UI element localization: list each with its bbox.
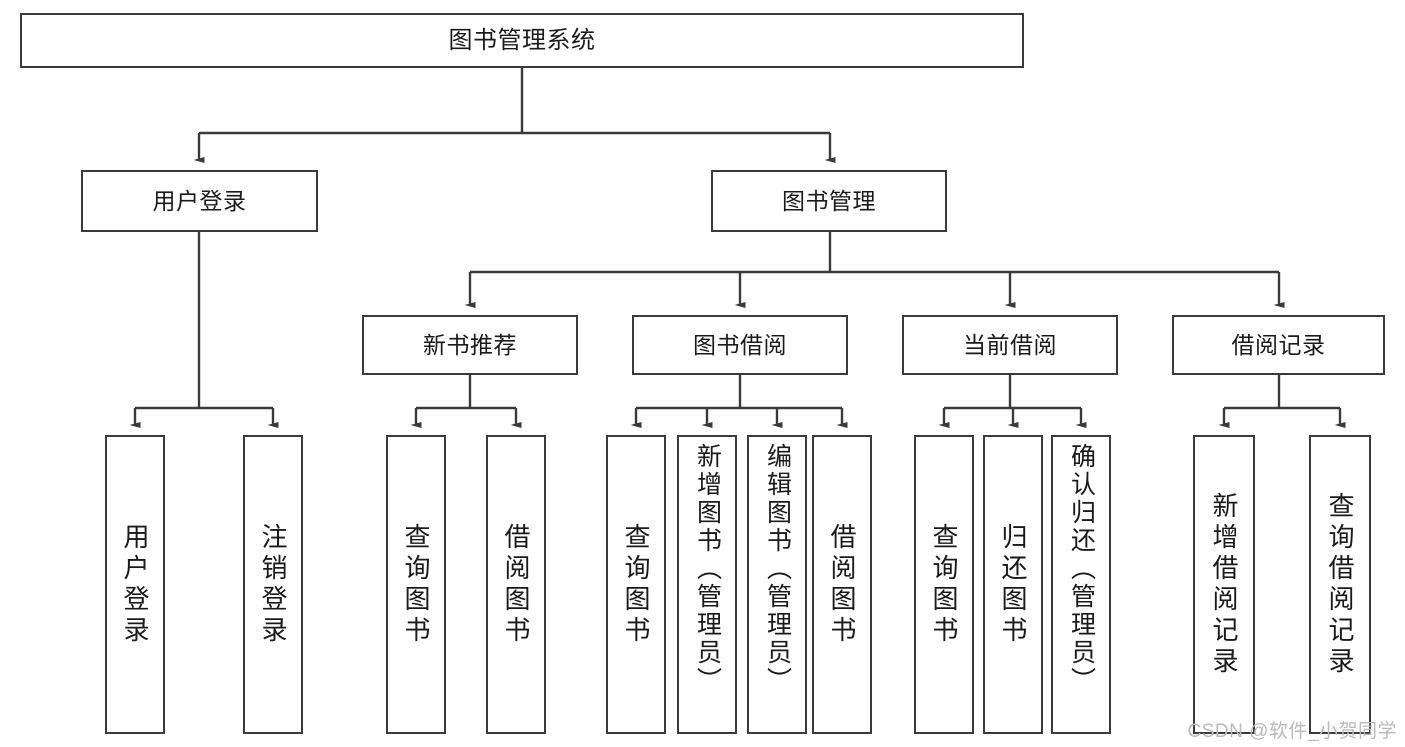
edge-group-new-book-rec — [410, 375, 522, 428]
node-book-borrow[interactable]: 图书借阅 — [632, 315, 848, 375]
node-book-borrow-label: 图书借阅 — [693, 331, 787, 358]
node-leaf-return-book[interactable]: 归还图书 — [983, 435, 1043, 734]
node-leaf-add-record-label: 新增借阅记录 — [1209, 491, 1239, 678]
node-current-borrow[interactable]: 当前借阅 — [902, 315, 1118, 375]
node-leaf-query-book-3[interactable]: 查询图书 — [914, 435, 974, 734]
node-leaf-borrow-book-2-label: 借阅图书 — [827, 522, 857, 647]
node-borrow-record[interactable]: 借阅记录 — [1172, 315, 1385, 375]
node-user-login[interactable]: 用户登录 — [81, 170, 318, 232]
node-leaf-borrow-book-1-label: 借阅图书 — [501, 522, 531, 647]
edge-group-book-borrow — [630, 375, 848, 428]
edge-group-root — [193, 68, 836, 163]
node-book-manage[interactable]: 图书管理 — [711, 170, 947, 232]
node-leaf-add-record[interactable]: 新增借阅记录 — [1193, 435, 1255, 734]
node-book-manage-label: 图书管理 — [782, 187, 876, 214]
node-leaf-add-book[interactable]: 新增图书（管理员） — [677, 435, 737, 734]
node-leaf-query-record[interactable]: 查询借阅记录 — [1309, 435, 1371, 734]
node-leaf-confirm-return[interactable]: 确认归还（管理员） — [1051, 435, 1111, 734]
node-leaf-user-logout[interactable]: 注销登录 — [243, 435, 303, 734]
node-leaf-query-book-3-label: 查询图书 — [929, 522, 959, 647]
edge-group-user-login — [129, 232, 279, 428]
node-leaf-query-book-2[interactable]: 查询图书 — [606, 435, 666, 734]
node-new-book-rec-label: 新书推荐 — [423, 331, 517, 358]
node-root[interactable]: 图书管理系统 — [20, 13, 1024, 68]
watermark: CSDN @软件_小贺同学 — [1187, 721, 1397, 742]
node-leaf-query-book-2-label: 查询图书 — [621, 522, 651, 647]
node-leaf-return-book-label: 归还图书 — [998, 522, 1028, 647]
node-leaf-user-logout-label: 注销登录 — [258, 522, 288, 647]
node-leaf-query-book-1-label: 查询图书 — [401, 522, 431, 647]
edge-group-current-borrow — [938, 375, 1087, 428]
node-current-borrow-label: 当前借阅 — [963, 331, 1057, 358]
node-leaf-user-login-label: 用户登录 — [120, 522, 150, 647]
node-leaf-confirm-return-label: 确认归还（管理员） — [1067, 443, 1096, 695]
node-leaf-query-record-label: 查询借阅记录 — [1325, 491, 1355, 678]
edge-group-book-manage — [464, 232, 1285, 308]
node-new-book-rec[interactable]: 新书推荐 — [362, 315, 578, 375]
node-leaf-edit-book[interactable]: 编辑图书（管理员） — [747, 435, 807, 734]
node-leaf-borrow-book-2[interactable]: 借阅图书 — [812, 435, 872, 734]
node-root-label: 图书管理系统 — [448, 26, 596, 54]
node-leaf-add-book-label: 新增图书（管理员） — [693, 443, 722, 695]
node-leaf-user-login[interactable]: 用户登录 — [105, 435, 165, 734]
node-leaf-borrow-book-1[interactable]: 借阅图书 — [486, 435, 546, 734]
node-user-login-label: 用户登录 — [152, 187, 247, 214]
node-leaf-query-book-1[interactable]: 查询图书 — [386, 435, 446, 734]
node-leaf-edit-book-label: 编辑图书（管理员） — [763, 443, 792, 695]
node-borrow-record-label: 借阅记录 — [1231, 331, 1326, 358]
edge-group-borrow-record — [1218, 375, 1346, 428]
